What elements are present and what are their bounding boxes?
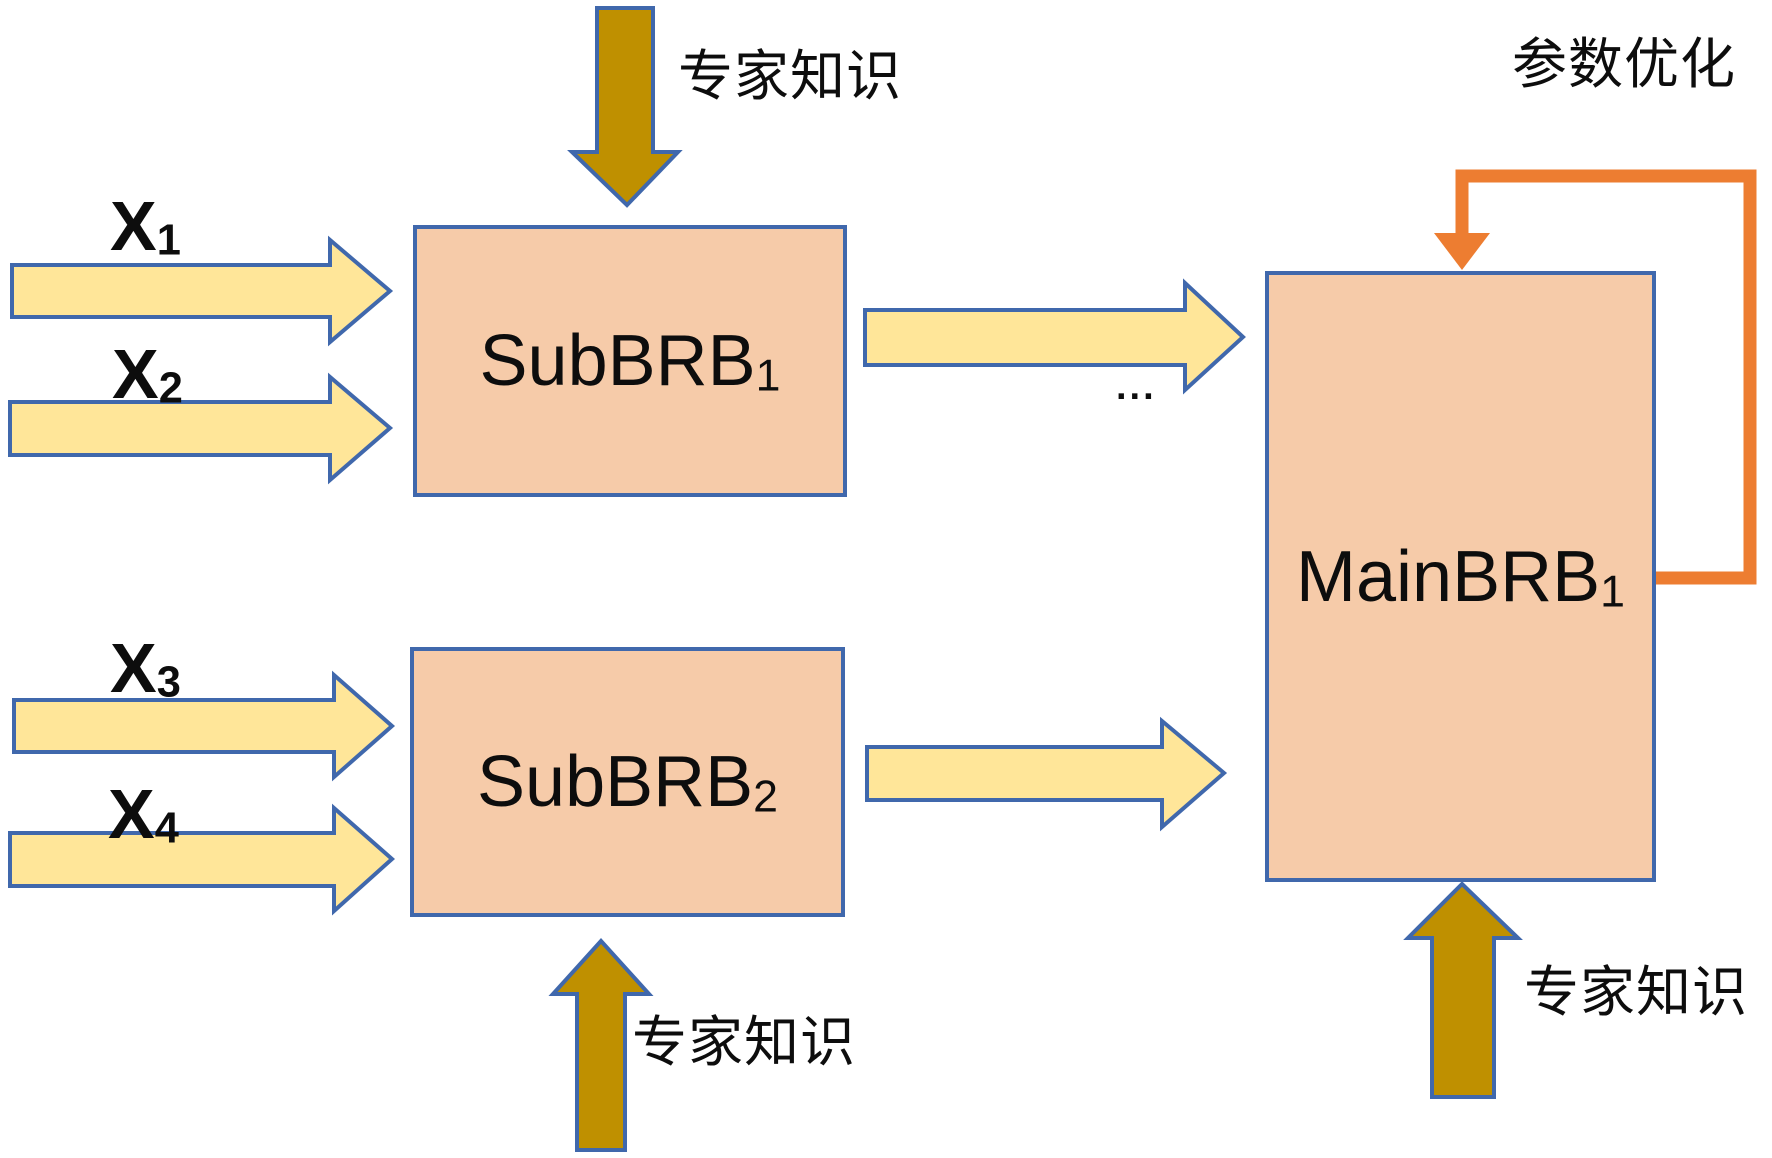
- expert-knowledge-label-bottom-left: 专家知识: [632, 1011, 857, 1073]
- subbrb1-subscript: 1: [755, 351, 781, 401]
- input-label-x3: X3: [110, 629, 181, 707]
- expert-arrow-bottom-right-up-icon: [1403, 881, 1523, 1099]
- output-arrow-sub2-icon: [865, 716, 1228, 832]
- subbrb1-label: SubBRB1: [479, 321, 781, 401]
- subbrb2-label: SubBRB2: [477, 742, 778, 822]
- expert-knowledge-label-top: 专家知识: [678, 45, 903, 107]
- output-arrow-sub1-icon: [863, 278, 1246, 395]
- parameter-optimization-label: 参数优化: [1512, 33, 1737, 95]
- mainbrb1-subscript: 1: [1600, 566, 1625, 616]
- mainbrb1-label: MainBRB1: [1296, 536, 1625, 617]
- input-arrow-x1-icon: [10, 235, 394, 347]
- input-arrow-x3-icon: [12, 670, 396, 782]
- input-arrow-x2-icon: [8, 372, 394, 485]
- input-label-x1: X1: [110, 187, 181, 265]
- input-label-x2: X2: [112, 335, 183, 413]
- expert-arrow-top-down-icon: [567, 6, 683, 208]
- ellipsis-label: ...: [1116, 366, 1157, 408]
- input-arrow-x4-icon: [8, 803, 396, 916]
- subbrb2-subscript: 2: [753, 772, 778, 822]
- expert-arrow-bottom-left-up-icon: [548, 938, 654, 1152]
- feedback-loop-line: [1455, 169, 1757, 585]
- expert-knowledge-label-bottom-right: 专家知识: [1524, 961, 1749, 1023]
- subbrb1-box: SubBRB1: [413, 225, 847, 497]
- feedback-loop-arrowhead-icon: [1434, 233, 1490, 270]
- mainbrb1-box: MainBRB1: [1265, 271, 1656, 882]
- input-label-x4: X4: [108, 775, 179, 853]
- subbrb2-box: SubBRB2: [410, 647, 845, 917]
